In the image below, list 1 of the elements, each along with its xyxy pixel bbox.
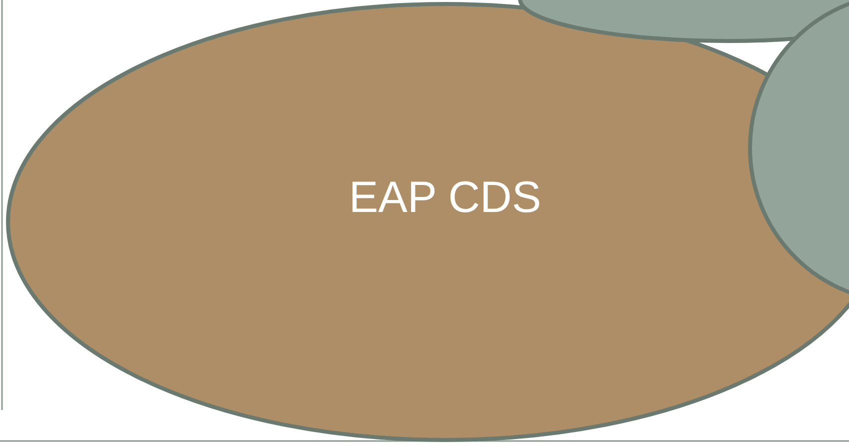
node-label: EAP CDS <box>348 176 542 220</box>
